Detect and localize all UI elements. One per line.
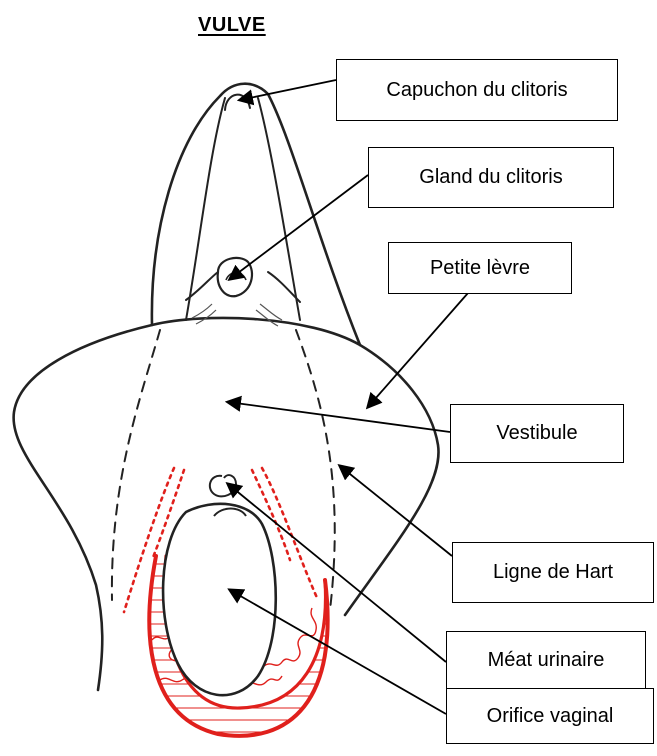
label-orifice-vaginal: Orifice vaginal <box>446 688 654 744</box>
pointer-petite-levre <box>368 293 468 407</box>
label-capuchon-du-clitoris: Capuchon du clitoris <box>336 59 618 121</box>
hood-top-loop <box>225 95 250 110</box>
inner-fold-right <box>258 98 300 320</box>
hart-line-left <box>112 330 160 600</box>
label-meat-urinaire: Méat urinaire <box>446 631 646 689</box>
pointer-capuchon <box>240 80 336 100</box>
hood-outline <box>152 84 360 345</box>
pointer-gland <box>230 175 368 279</box>
hart-line-right <box>296 330 335 610</box>
label-gland-du-clitoris: Gland du clitoris <box>368 147 614 208</box>
label-ligne-de-hart: Ligne de Hart <box>452 542 654 603</box>
meatus-shape <box>210 475 236 496</box>
vaginal-orifice <box>163 504 276 695</box>
label-vestibule: Vestibule <box>450 404 624 463</box>
glans-shape <box>218 258 252 296</box>
label-petite-levre: Petite lèvre <box>388 242 572 294</box>
diagram-title: VULVE <box>198 14 266 37</box>
pointer-vestibule <box>228 402 450 432</box>
